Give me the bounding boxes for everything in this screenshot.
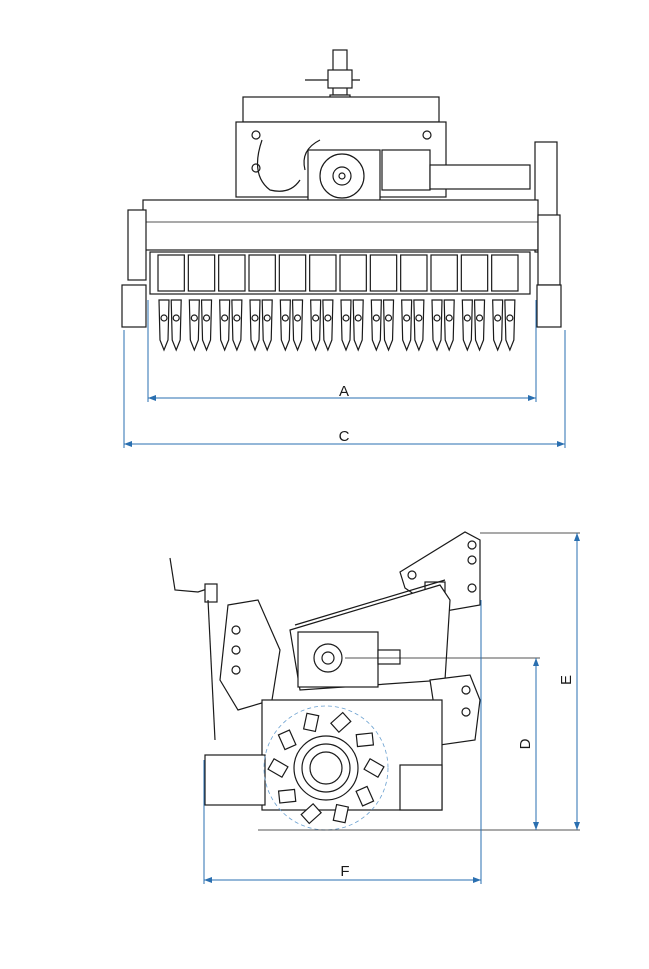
tine-bolt: [475, 314, 484, 322]
dimension-label-a: A: [339, 383, 349, 400]
tine-housing: [400, 254, 428, 292]
tine: [473, 299, 486, 352]
side-view-machine: [169, 531, 540, 831]
tine: [279, 299, 291, 352]
tine-bolt: [445, 314, 453, 322]
tine-bolt: [251, 314, 259, 322]
tine: [158, 299, 170, 352]
rotor-tine: [363, 757, 385, 779]
tine: [382, 299, 395, 352]
tine: [188, 299, 200, 352]
tine-housing: [369, 254, 398, 292]
dimension-label-f: F: [340, 863, 349, 880]
tine: [170, 299, 182, 352]
tine-bolt: [494, 314, 502, 322]
rotor-tine: [355, 732, 375, 748]
tine: [401, 299, 413, 352]
tine: [461, 299, 473, 352]
tine-bolt: [372, 314, 380, 322]
tine-bolt: [221, 314, 229, 322]
tine-housing: [339, 254, 367, 292]
tine: [249, 299, 261, 352]
tine: [370, 299, 382, 352]
tine-housing: [491, 254, 519, 292]
tine-bolt: [324, 314, 332, 322]
tine: [492, 299, 504, 352]
rotor-tine: [277, 729, 297, 751]
tine: [200, 299, 213, 352]
tine-rotor-side: [263, 705, 389, 831]
tine: [431, 299, 443, 352]
tine-bolt: [233, 314, 241, 322]
tine: [261, 299, 273, 352]
rotor-tine: [302, 712, 320, 733]
tine-bolt: [384, 314, 393, 322]
rotor-tine: [277, 788, 297, 804]
tine-bolt: [172, 314, 180, 322]
tine: [322, 299, 334, 352]
dimension-label-c: C: [339, 428, 350, 445]
rotor-tine: [330, 711, 352, 734]
tine: [291, 299, 304, 352]
tine-bolt: [342, 314, 350, 322]
tine-bolt: [190, 314, 198, 322]
tine-bolt: [415, 314, 423, 322]
tine: [340, 299, 352, 352]
tine-bolt: [354, 314, 362, 322]
tine: [352, 299, 364, 352]
rotor-tine: [355, 785, 375, 807]
tine-bolt: [403, 314, 411, 322]
tine-rotor-front: [157, 254, 519, 352]
tine-housing: [157, 254, 185, 292]
rotor-tine: [300, 802, 322, 825]
tine-bolt: [433, 314, 441, 322]
tine: [219, 299, 231, 352]
tine-bolt: [293, 314, 302, 322]
tine: [310, 299, 322, 352]
tine: [443, 299, 455, 352]
tine-housing: [218, 254, 246, 292]
tine-housing: [430, 254, 458, 292]
tine: [413, 299, 425, 352]
dimension-label-e: E: [558, 675, 575, 685]
tine-bolt: [160, 314, 168, 322]
tine-housing: [248, 254, 276, 292]
tine-bolt: [281, 314, 289, 322]
dimension-label-d: D: [517, 738, 534, 749]
tine-housing: [187, 254, 216, 292]
tine: [504, 299, 516, 352]
tine-housing: [309, 254, 337, 292]
tine-bolt: [506, 314, 514, 322]
tine: [231, 299, 243, 352]
tine-bolt: [312, 314, 320, 322]
rotor-tine: [267, 757, 289, 779]
side-dimensions: D E F: [203, 532, 580, 884]
tine-bolt: [202, 314, 211, 322]
tine-bolt: [463, 314, 471, 322]
rotor-tine: [332, 803, 350, 824]
front-view-machine: [121, 49, 562, 352]
front-dimensions: A C: [123, 300, 566, 448]
tine-housing: [460, 254, 489, 292]
tine-bolt: [263, 314, 271, 322]
tine-housing: [278, 254, 307, 292]
